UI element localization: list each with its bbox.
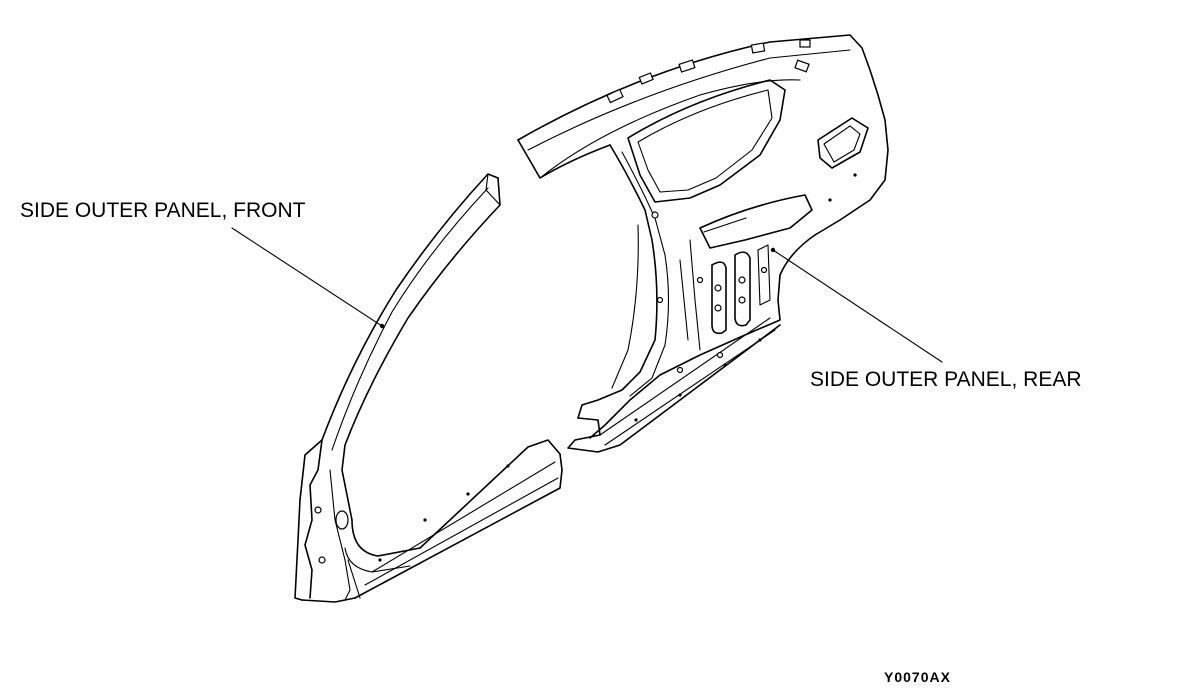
leader-line-rear [772, 249, 943, 363]
label-side-outer-panel-rear: SIDE OUTER PANEL, REAR [810, 368, 1082, 391]
rear-side-outer-panel [517, 34, 889, 453]
leader-dot-front [379, 323, 385, 329]
label-side-outer-panel-front: SIDE OUTER PANEL, FRONT [20, 199, 306, 222]
figure-code: Y0070AX [884, 669, 951, 685]
leader-dot-rear [770, 247, 776, 253]
leader-line-front [231, 227, 383, 327]
front-side-outer-panel [294, 173, 563, 603]
